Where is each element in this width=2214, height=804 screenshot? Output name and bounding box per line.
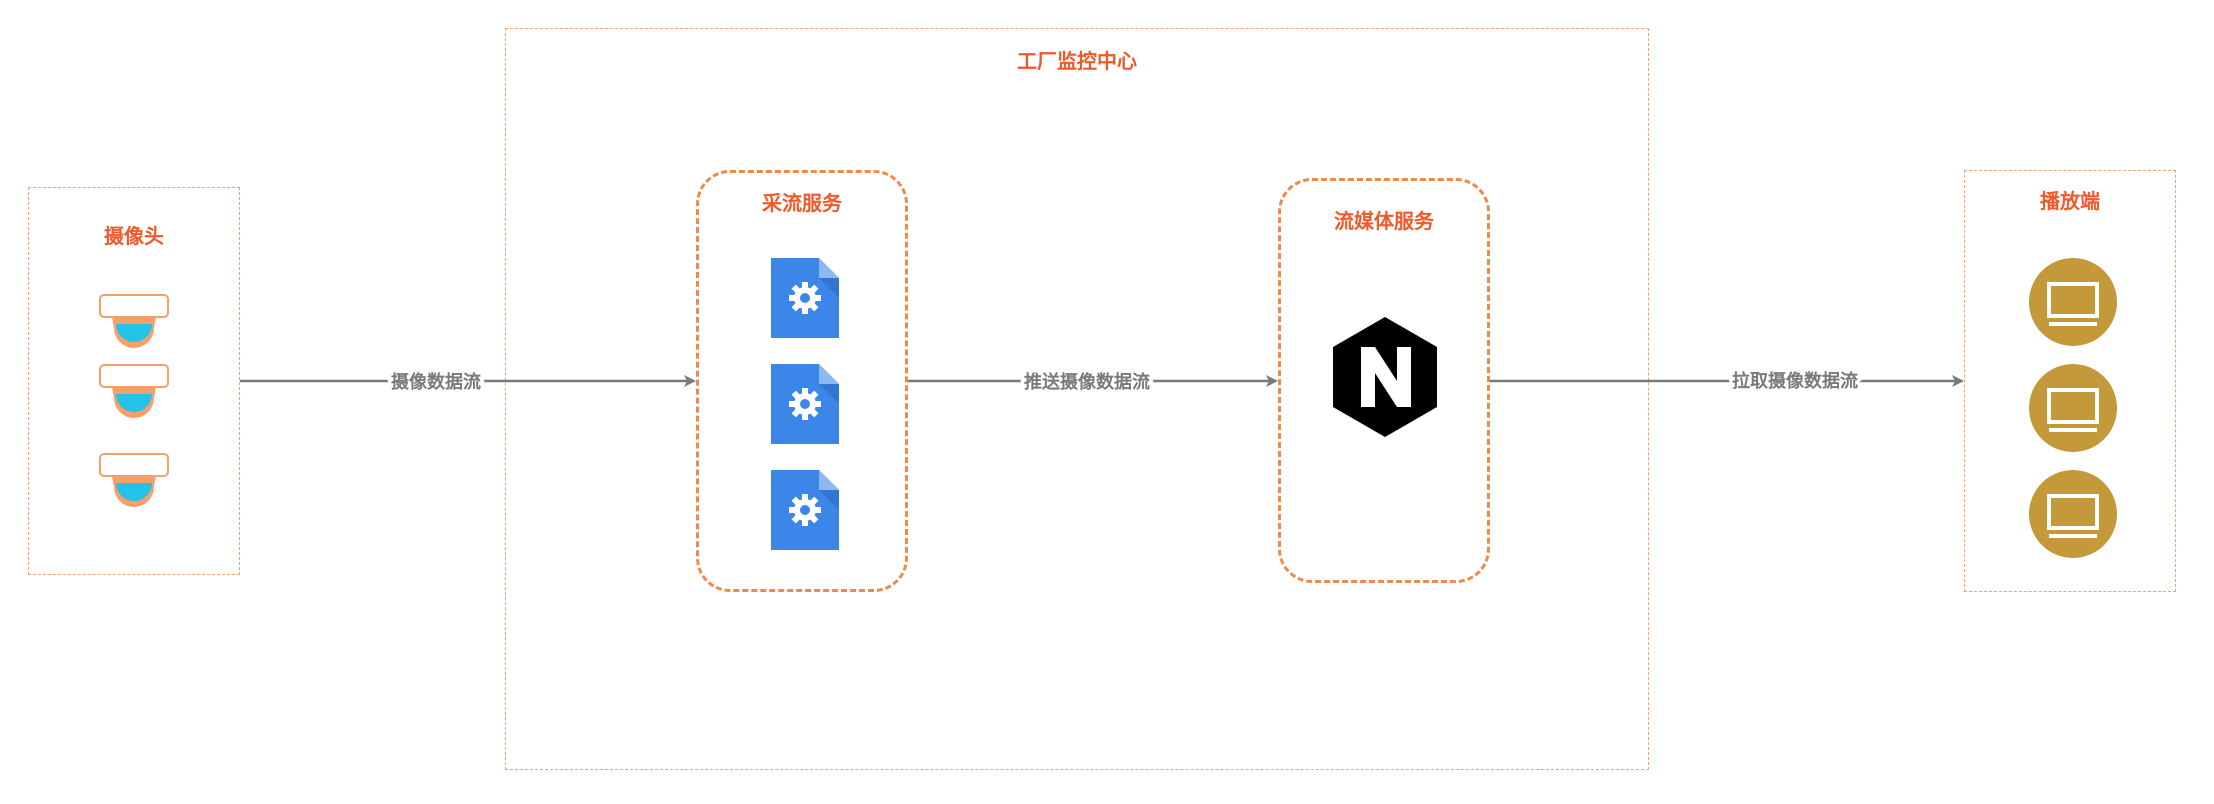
camera-title: 摄像头 (104, 224, 164, 248)
service-icon-2 (771, 364, 839, 444)
camera-group: 摄像头 (28, 187, 240, 575)
monitor-icon-2 (2029, 364, 2117, 452)
camera-icon-2 (99, 364, 169, 419)
media-title: 流媒体服务 (1334, 209, 1434, 233)
edge-camera-to-collector: 摄像数据流 (240, 368, 696, 396)
edge-label-pull-stream: 拉取摄像数据流 (1732, 370, 1858, 392)
media-service-group: 流媒体服务 (1278, 178, 1490, 583)
edge-label-camera-stream: 摄像数据流 (391, 371, 481, 393)
monitor-icon-3 (2029, 470, 2117, 558)
nginx-logo-icon (1333, 317, 1437, 437)
factory-monitoring-center-group: 工厂监控中心 (505, 28, 1649, 770)
player-group: 播放端 (1964, 170, 2176, 592)
edge-media-to-player: 拉取摄像数据流 (1490, 367, 1964, 395)
edge-label-push-stream: 推送摄像数据流 (1024, 371, 1150, 393)
service-icon-3 (771, 470, 839, 550)
camera-icon-1 (99, 294, 169, 349)
monitor-icon-1 (2029, 258, 2117, 346)
service-icon-1 (771, 258, 839, 338)
edge-collector-to-media: 推送摄像数据流 (908, 368, 1278, 396)
factory-title: 工厂监控中心 (1017, 49, 1137, 73)
camera-icon-3 (99, 453, 169, 508)
player-title: 播放端 (2040, 189, 2100, 213)
collector-title: 采流服务 (762, 191, 842, 215)
collector-service-group: 采流服务 (696, 170, 908, 592)
